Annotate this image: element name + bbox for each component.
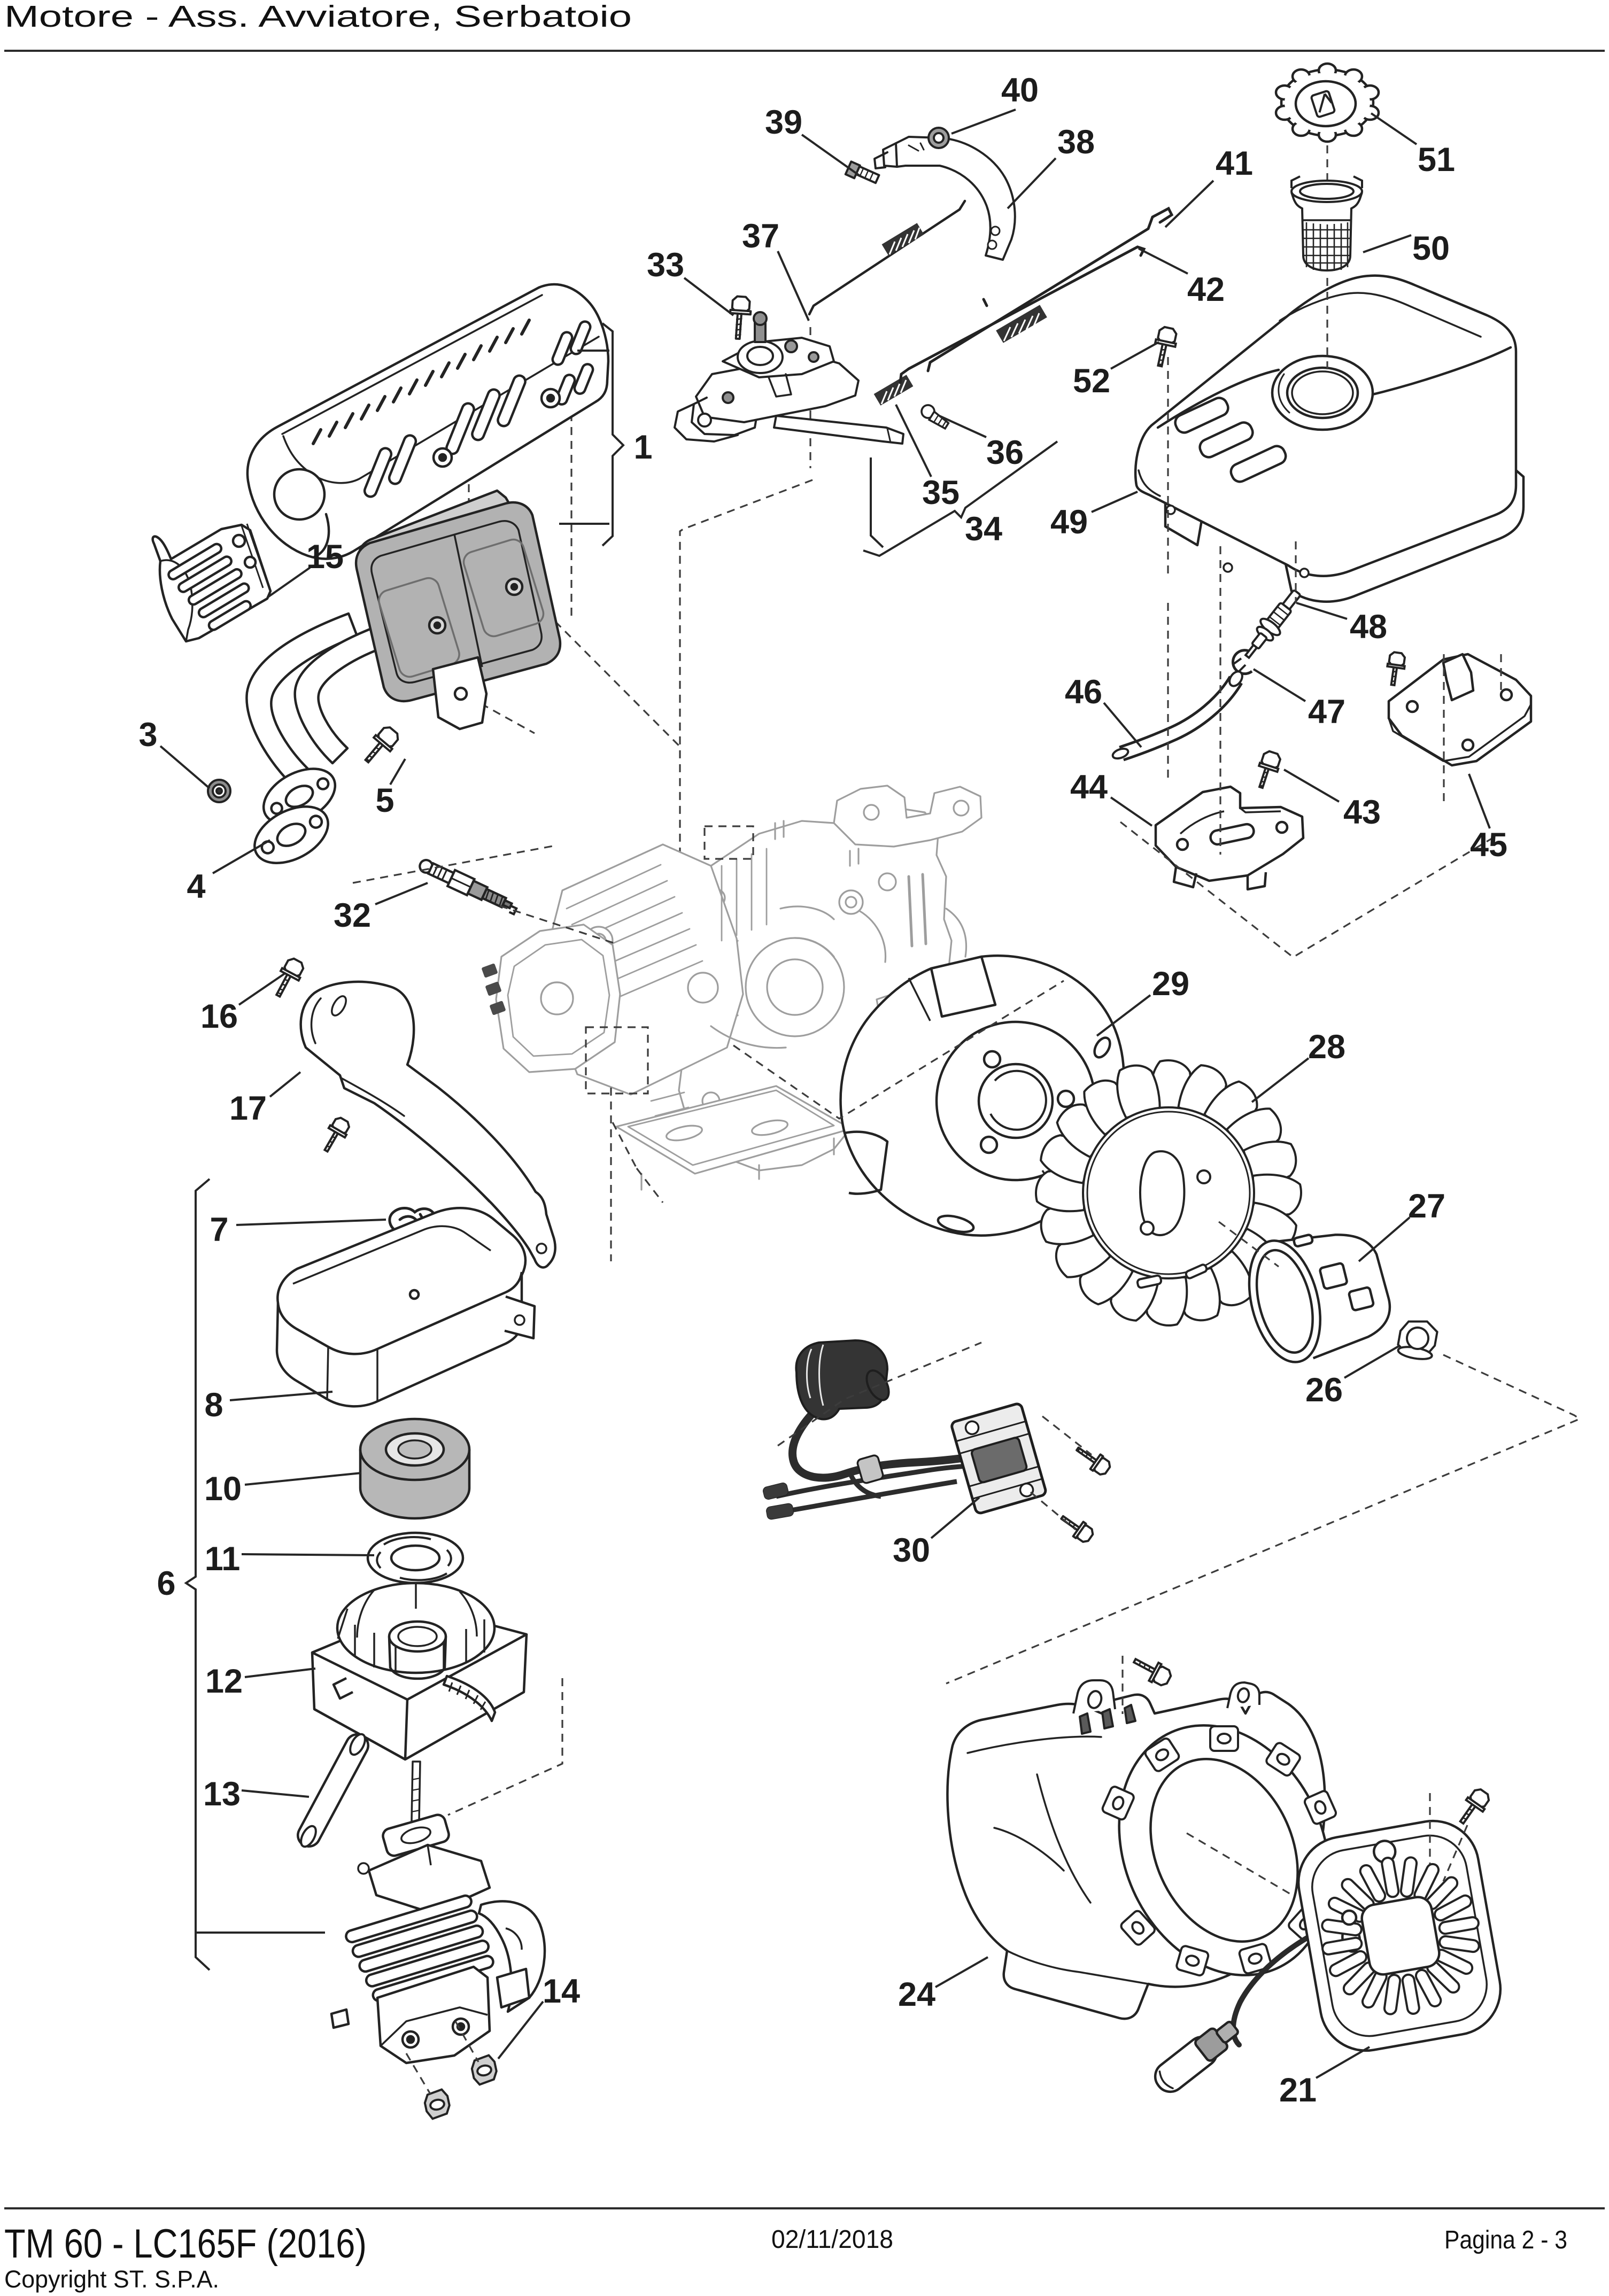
- svg-text:46: 46: [1065, 673, 1102, 711]
- svg-text:41: 41: [1216, 145, 1253, 182]
- svg-text:45: 45: [1470, 826, 1507, 864]
- svg-text:12: 12: [205, 1663, 243, 1700]
- svg-text:40: 40: [1001, 72, 1039, 109]
- svg-text:4: 4: [187, 868, 205, 905]
- svg-text:47: 47: [1308, 693, 1345, 731]
- svg-text:17: 17: [229, 1090, 267, 1127]
- svg-text:30: 30: [893, 1532, 930, 1569]
- svg-text:1: 1: [633, 429, 652, 466]
- svg-text:42: 42: [1187, 271, 1225, 308]
- svg-text:10: 10: [204, 1470, 242, 1508]
- svg-text:33: 33: [647, 246, 684, 284]
- svg-text:32: 32: [334, 897, 371, 934]
- svg-text:39: 39: [765, 104, 802, 141]
- svg-text:13: 13: [203, 1775, 241, 1813]
- svg-text:43: 43: [1343, 794, 1381, 831]
- svg-text:Copyright ST. S.P.A.: Copyright ST. S.P.A.: [4, 2266, 219, 2293]
- svg-text:5: 5: [375, 782, 394, 819]
- svg-text:14: 14: [543, 1973, 580, 2010]
- svg-text:6: 6: [157, 1565, 175, 1602]
- svg-text:49: 49: [1050, 503, 1088, 541]
- svg-text:02/11/2018: 02/11/2018: [771, 2225, 893, 2254]
- svg-text:16: 16: [200, 998, 238, 1035]
- svg-text:27: 27: [1408, 1188, 1445, 1225]
- svg-text:15: 15: [306, 538, 344, 576]
- svg-text:7: 7: [210, 1211, 228, 1248]
- svg-text:8: 8: [204, 1386, 223, 1424]
- svg-text:11: 11: [205, 1540, 241, 1578]
- svg-text:TM 60 - LC165F (2016): TM 60 - LC165F (2016): [4, 2221, 367, 2267]
- svg-text:37: 37: [742, 218, 779, 255]
- svg-text:34: 34: [965, 510, 1002, 548]
- svg-text:29: 29: [1152, 965, 1189, 1003]
- svg-text:48: 48: [1350, 608, 1387, 646]
- svg-text:44: 44: [1070, 769, 1108, 806]
- svg-text:36: 36: [986, 434, 1024, 471]
- svg-text:52: 52: [1073, 362, 1110, 400]
- svg-text:3: 3: [138, 716, 157, 754]
- svg-text:24: 24: [898, 1976, 935, 2013]
- svg-text:Motore - Ass. Avviatore, Serba: Motore - Ass. Avviatore, Serbatoio: [4, 0, 632, 34]
- svg-text:28: 28: [1308, 1028, 1345, 1066]
- svg-text:38: 38: [1057, 123, 1095, 161]
- svg-text:51: 51: [1418, 141, 1455, 179]
- svg-text:Pagina 2 - 3: Pagina 2 - 3: [1444, 2226, 1567, 2254]
- svg-text:50: 50: [1412, 230, 1450, 267]
- svg-text:26: 26: [1305, 1371, 1343, 1409]
- svg-text:35: 35: [922, 474, 960, 511]
- svg-text:21: 21: [1279, 2072, 1317, 2109]
